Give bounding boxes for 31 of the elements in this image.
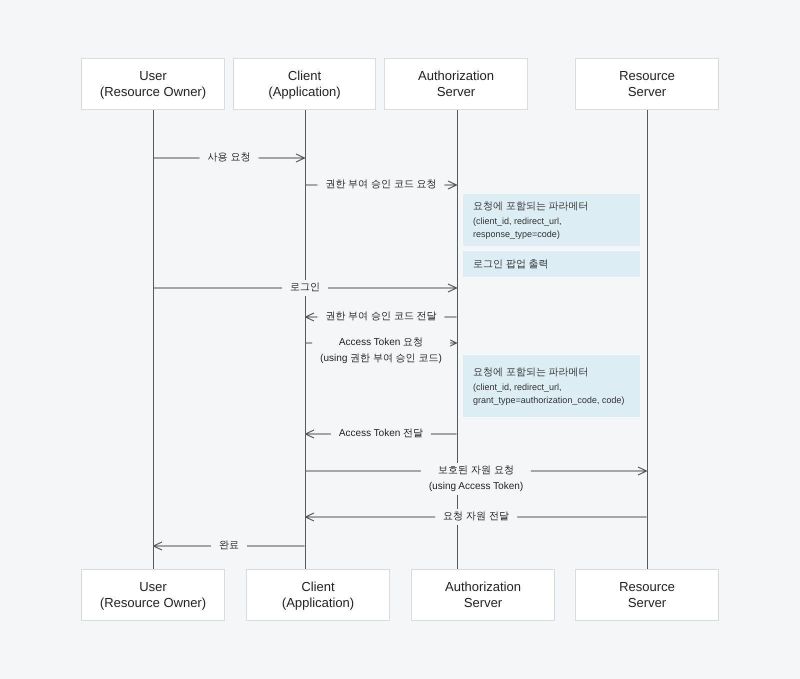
note-box [463,355,640,417]
note-title: 로그인 팝업 출력 [473,258,550,270]
participant-box [411,569,555,621]
note-box [463,251,640,277]
participant-box [384,58,528,110]
participant-box [81,58,225,110]
note-title: 요청에 포함되는 파라메터 [473,200,590,212]
participant-box [575,58,719,110]
participant-name: Authorization Server [418,68,494,100]
participant-box [246,569,390,621]
participant-name: User (Resource Owner) [100,68,206,100]
note-title: 요청에 포함되는 파라메터 [473,366,590,378]
participant-name: Resource Server [619,579,675,611]
edge-label: 로그인 [282,280,328,296]
lifeline [304,110,306,569]
lifeline [456,110,458,569]
lifeline [646,110,648,569]
participant-box [575,569,719,621]
participant-box [233,58,376,110]
lifeline [152,110,154,569]
participant-name: Client (Application) [268,68,341,100]
edge-label: 보호된 자원 요청 (using Access Token) [420,463,532,495]
note-text: (client_id, redirect_url, grant_type=authorization_code, code) [473,380,626,406]
note-box [463,194,640,246]
participant-name: Client (Application) [282,579,354,611]
participant-name: Resource Server [619,68,675,100]
edge-label: 요청 자원 전달 [435,509,517,525]
participant-name: Authorization Server [445,579,521,611]
note-text: (client_id, redirect_url, response_type=code) [473,214,563,240]
participant-name: User (Resource Owner) [100,579,206,611]
participant-box [81,569,225,621]
